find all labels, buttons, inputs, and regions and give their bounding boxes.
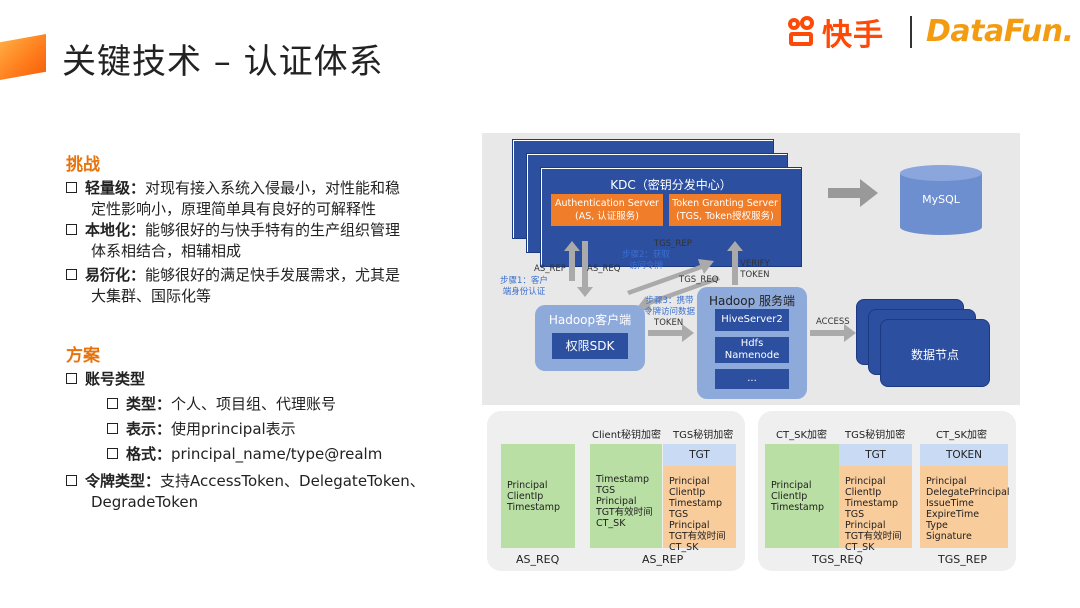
as-req-caption: AS_REQ: [516, 553, 560, 566]
tgs-req-label: TGS_REQ: [679, 275, 719, 285]
challenge-item: 易衍化：能够很好的满足快手发展需求，尤其是 大集群、国际化等: [66, 265, 436, 307]
tgs-req-caption: TGS_REQ: [812, 553, 863, 566]
more-services: ...: [715, 369, 789, 389]
solution-heading: 方案: [66, 346, 100, 366]
checkbox-icon: [107, 398, 118, 409]
as-req-label: AS_REQ: [587, 264, 621, 274]
kdc-title: KDC（密钥分发中心）: [610, 178, 732, 192]
logo-divider: [910, 16, 912, 48]
token-header: TOKEN: [920, 444, 1008, 466]
tgs-rep-label: TGS_REP: [654, 239, 692, 249]
token-type-item: 令牌类型：支持AccessToken、DelegateToken、 Degrad…: [66, 471, 436, 513]
accent-bar: [0, 34, 46, 80]
authentication-server: Authentication Server(AS, 认证服务): [551, 194, 663, 226]
step2-label: 步骤2：获取访问令牌: [622, 250, 670, 271]
kuaishou-logo: 快手: [786, 12, 884, 53]
mysql-database: MySQL: [900, 165, 982, 235]
tgs-rep-caption: TGS_REP: [938, 553, 987, 566]
challenges-heading: 挑战: [66, 155, 100, 175]
challenge-item: 本地化：能够很好的与快手特有的生产组织管理 体系相结合，相辅相成: [66, 220, 436, 262]
tgs-key-header: TGS秘钥加密: [673, 430, 734, 441]
tgt-header-2: TGT: [839, 444, 912, 466]
hadoop-client: Hadoop客户端 权限SDK: [535, 305, 645, 371]
step1-label: 步骤1：客户端身份认证: [500, 276, 548, 297]
checkbox-icon: [107, 423, 118, 434]
tgt-header: TGT: [663, 444, 736, 466]
account-type-item: 账号类型: [66, 369, 145, 390]
page-title: 关键技术 – 认证体系: [62, 42, 384, 82]
step3-label: 步骤3：携带令牌访问数据: [644, 296, 696, 317]
diagram-arrows: [564, 179, 878, 342]
ct-sk-header-2: CT_SK加密: [936, 430, 987, 441]
kdc-box: KDC（密钥分发中心） Authentication Server(AS, 认证…: [540, 167, 802, 267]
access-label: ACCESS: [816, 317, 850, 327]
kuaishou-logo-text: 快手: [822, 18, 884, 53]
checkbox-icon: [66, 475, 77, 486]
tgs-key-header-2: TGS秘钥加密: [845, 430, 906, 441]
data-node: 数据节点: [880, 319, 990, 387]
account-sub-item: 表示：使用principal表示: [107, 419, 296, 440]
datafun-logo: DataFun.: [926, 14, 1074, 49]
checkbox-icon: [66, 182, 77, 193]
hiveserver2: HiveServer2: [715, 309, 789, 331]
architecture-diagram: KDC（密钥分发中心） Authentication Server(AS, 认证…: [482, 133, 1020, 405]
account-sub-item: 格式：principal_name/type@realm: [107, 444, 382, 465]
checkbox-icon: [107, 448, 118, 459]
checkbox-icon: [66, 269, 77, 280]
client-key-header: Client秘钥加密: [592, 430, 661, 441]
token-granting-server: Token Granting Server(TGS, Token授权服务): [669, 194, 781, 226]
as-rep-label: AS_REP: [534, 264, 566, 274]
challenge-item: 轻量级：对现有接入系统入侵最小，对性能和稳 定性影响小，原理简单具有良好的可解释…: [66, 178, 436, 220]
as-rep-caption: AS_REP: [642, 553, 684, 566]
permission-sdk: 权限SDK: [552, 333, 628, 359]
token-label: TOKEN: [654, 318, 684, 328]
checkbox-icon: [66, 224, 77, 235]
account-sub-item: 类型：个人、项目组、代理账号: [107, 394, 336, 415]
checkbox-icon: [66, 373, 77, 384]
ct-sk-header: CT_SK加密: [776, 430, 827, 441]
kuaishou-camera-icon: [786, 16, 816, 48]
